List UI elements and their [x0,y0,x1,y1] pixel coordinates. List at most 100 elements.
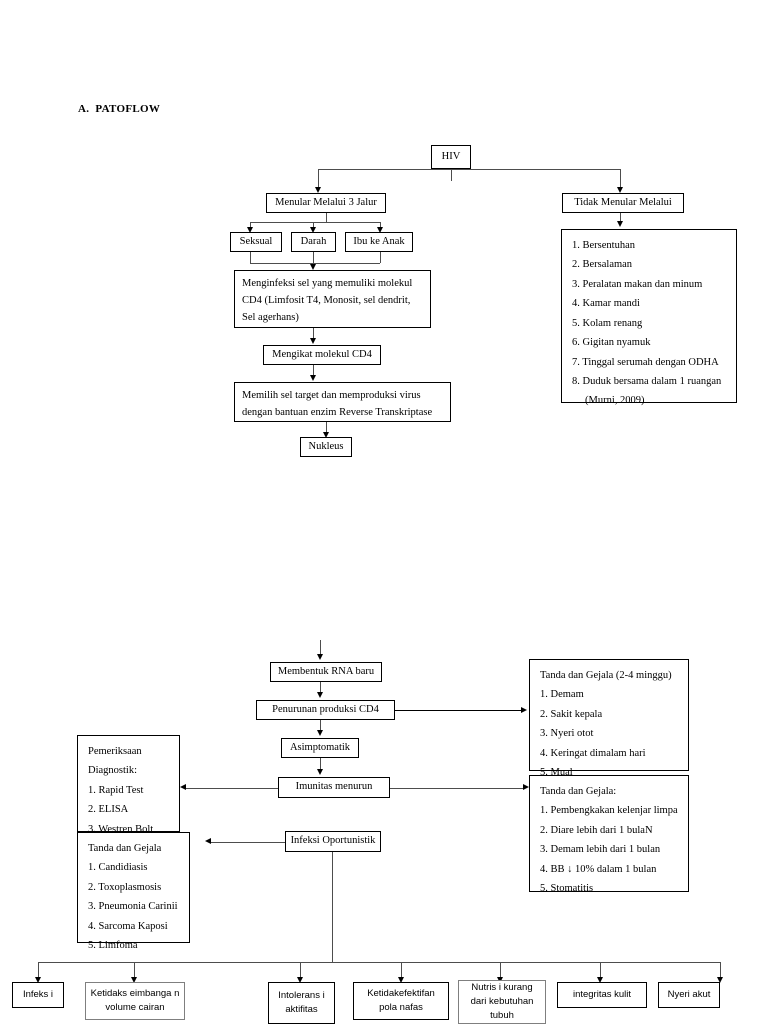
connector-asimptomatik-to-imunitas [320,758,321,772]
list-item: 2. Diare lebih dari 1 bulaN [540,824,653,836]
connector-ibu-down [380,252,381,263]
page-title: A. PATOFLOW [78,103,161,115]
node-penurunan-produksi-cd4: Penurunan produksi CD4 [256,700,395,720]
arrowhead-to-tidak-menular [616,187,623,193]
connector-route-seksual-drop [250,222,251,229]
list-item: 2. Bersalaman [572,259,633,271]
connector-drop-6 [600,962,601,980]
list-item: 5. Stomatitis [540,883,594,895]
arrowhead-diagnosis-3 [296,977,303,983]
list-item: 6. Gigitan nyamuk [572,337,651,349]
menginfeksi-line-3: Sel agerhans) [242,312,299,323]
list-item: 1. Bersentuhan [572,240,635,251]
connector-tidak-menular-down [620,213,621,223]
list-item: 1. Candidiasis [88,862,148,874]
connector-darah-down [313,252,314,266]
list-pemeriksaan-diagnostik: Pemeriksaan Diagnostik: 1. Rapid Test 2.… [77,735,180,835]
connector-oportunistik-down [332,852,333,962]
list-item: 4. BB ↓ 10% dalam 1 bulan [540,863,657,875]
arrowhead-to-mengikat [309,338,316,344]
connector-drop-7 [720,962,721,980]
connector-oportunistik-to-gejala [211,841,285,843]
connector-routes-merge-bus [250,263,380,264]
arrowhead-diagnosis-2 [130,977,137,983]
node-asimptomatik: Asimptomatik [281,738,359,758]
list-citation: (Murni, 2009) [585,395,645,407]
diagnosis-box-intoleransi-aktifitas: Intolerans i aktifitas [268,982,335,1024]
node-memilih-sel-target: Memilih sel target dan memproduksi virus… [234,382,451,422]
node-nukleus: Nukleus [300,437,352,457]
arrowhead-diagnosis-6 [596,977,603,983]
arrowhead-to-ibu-ke-anak [376,227,383,233]
node-ibu-ke-anak: Ibu ke Anak [345,232,413,252]
menginfeksi-line-1: Menginfeksi sel yang memuliki molekul [242,278,413,289]
arrowhead-to-gejala-akut [521,706,527,713]
node-mengikat-molekul-cd4: Mengikat molekul CD4 [263,345,381,365]
gejala-akut-header: Tanda dan Gejala (2-4 minggu) [540,670,672,681]
connector-imunitas-to-pemeriksaan [186,787,278,789]
connector-drop-4 [401,962,402,980]
gejala-oportunistik-header: Tanda dan Gejala [88,843,162,854]
list-gejala-akut: Tanda dan Gejala (2-4 minggu) 1. Demam 2… [529,659,689,778]
list-item: 4. Sarcoma Kaposi [88,920,168,932]
arrowhead-to-asimptomatik [316,730,323,736]
connector-diagnoses-bus [38,962,720,963]
list-item: 4. Kamar mandi [572,298,640,310]
arrowhead-to-darah [309,227,316,233]
pemeriksaan-header-line-2: Diagnostik: [88,765,137,777]
list-item: 2. ELISA [88,804,129,816]
node-hiv: HIV [431,145,471,169]
list-gejala-oportunistik: Tanda dan Gejala 1. Candidiasis 2. Toxop… [77,832,190,951]
list-item: 8. Duduk bersama dalam 1 ruangan [572,375,722,387]
connector-memilih-to-nukleus [326,422,327,433]
pemeriksaan-header-line-1: Pemeriksaan [88,746,142,757]
connector-route-ibu-drop [380,222,381,229]
connector-menular-stem [326,213,327,222]
node-seksual: Seksual [230,232,282,252]
list-item: 3. Demam lebih dari 1 bulan [540,844,661,856]
list-item: 5. Limfoma [88,940,138,952]
arrowhead-to-gejala-lanjut [523,784,529,790]
list-item: 2. Sakit kepala [540,708,603,720]
connector-penurunan-to-asimptomatik [320,720,321,733]
diagnosis-box-ketidakefektifan-pola-nafas: Ketidakefektifan pola nafas [353,982,449,1020]
node-membentuk-rna-baru: Membentuk RNA baru [270,662,382,682]
connector-drop-3 [300,962,301,980]
list-item: 3. Pneumonia Carinii [88,901,178,913]
arrowhead-diagnosis-4 [397,977,404,983]
list-gejala-lanjut: Tanda dan Gejala: 1. Pembengkakan kelenj… [529,775,689,894]
connector-hiv-bus [318,169,620,170]
arrowhead-to-menular [314,187,321,193]
list-tidak-menular: 1. Bersentuhan 2. Bersalaman 3. Peralata… [561,229,737,406]
list-item: 3. Westren Bolt [88,823,154,835]
connector-hiv-right-drop [620,169,621,189]
arrowhead-to-tidak-menular-list [616,221,623,227]
node-imunitas-menurun: Imunitas menurun [278,777,390,798]
connector-drop-2 [134,962,135,980]
gejala-lanjut-header: Tanda dan Gejala: [540,786,617,797]
memilih-line-2: dengan bantuan enzim Reverse Transkripta… [242,407,433,418]
diagnosis-box-integritas-kulit: integritas kulit [557,982,647,1008]
connector-hiv-left-drop [318,169,319,189]
diagnosis-box-infeksi: Infeks i [12,982,64,1008]
list-item: 1. Rapid Test [88,784,144,796]
list-item: 5. Mual [540,767,573,779]
list-item: 3. Nyeri otot [540,728,594,740]
connector-drop-1 [38,962,39,980]
list-item: 2. Toxoplasmosis [88,881,162,893]
arrowhead-to-penurunan-cd4 [316,692,323,698]
arrowhead-to-imunitas-menurun [316,769,323,775]
connector-rna-to-penurunan [320,682,321,695]
diagnosis-box-nutrisi-kurang: Nutris i kurang dari kebutuhan tubuh [458,980,546,1024]
arrowhead-to-gejala-oportunistik [205,838,211,844]
arrowhead-to-nukleus [322,432,329,438]
diagnosis-box-nyeri-akut: Nyeri akut [658,982,720,1008]
connector-penurunan-to-gejala-akut [395,710,521,711]
connector-routes-bus [250,222,380,223]
arrowhead-to-seksual [246,227,253,233]
node-menular-melalui-3-jalur: Menular Melalui 3 Jalur [266,193,386,213]
menginfeksi-line-2: CD4 (Limfosit T4, Monosit, sel dendrit, [242,295,411,306]
node-menginfeksi-sel: Menginfeksi sel yang memuliki molekul CD… [234,270,431,328]
list-item: 3. Peralatan makan dan minum [572,278,703,290]
node-tidak-menular-melalui: Tidak Menular Melalui [562,193,684,213]
